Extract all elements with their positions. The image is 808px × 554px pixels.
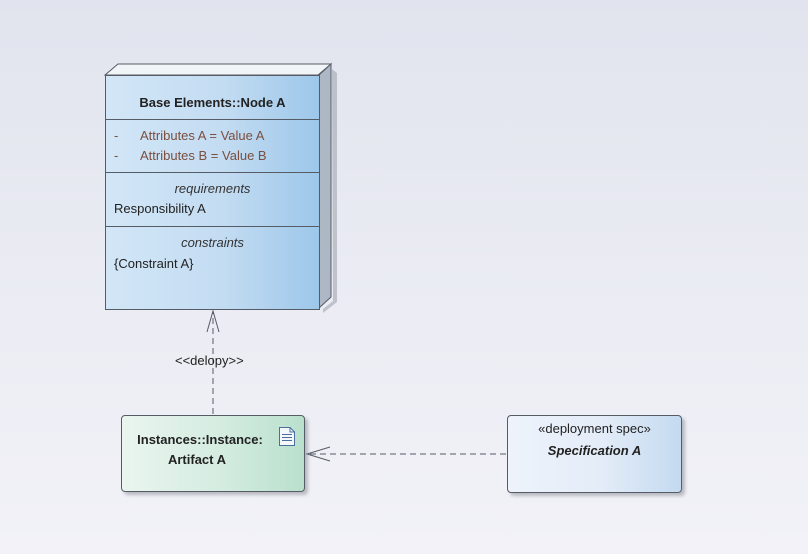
node-attribute: - Attributes A = Value A	[114, 128, 264, 143]
node-divider	[106, 172, 319, 173]
node-shadow	[323, 69, 337, 313]
attribute-visibility: -	[114, 148, 119, 163]
node-top-face	[103, 63, 333, 76]
spec-name: Specification A	[547, 443, 642, 458]
node-side-face	[318, 62, 332, 310]
attribute-text: Attributes A = Value A	[140, 128, 265, 143]
deployment-spec-element[interactable]: «deployment spec» Specification A	[507, 415, 682, 493]
deploy-connector-arrowhead	[206, 309, 220, 333]
spec-connector-arrowhead	[305, 446, 331, 462]
requirement-item: Responsibility A	[114, 201, 206, 216]
document-icon	[279, 427, 295, 446]
node-divider	[106, 119, 319, 120]
node-title: Base Elements::Node A	[139, 95, 286, 110]
requirements-heading: requirements	[174, 181, 251, 196]
artifact-name-line2: Artifact A	[167, 452, 227, 467]
attribute-text: Attributes B = Value B	[140, 148, 267, 163]
node-divider	[106, 226, 319, 227]
attribute-visibility: -	[114, 128, 119, 143]
node-element[interactable]: Base Elements::Node A - Attributes A = Va…	[105, 75, 320, 310]
constraint-item: {Constraint A}	[114, 256, 194, 271]
node-attribute: - Attributes B = Value B	[114, 148, 267, 163]
artifact-name-line1: Instances::Instance:	[137, 432, 263, 447]
artifact-element[interactable]: Instances::Instance: Artifact A	[121, 415, 305, 492]
spec-stereotype: «deployment spec»	[538, 421, 651, 436]
constraints-heading: constraints	[181, 235, 244, 250]
deploy-connector-label: <<delopy>>	[175, 353, 244, 368]
